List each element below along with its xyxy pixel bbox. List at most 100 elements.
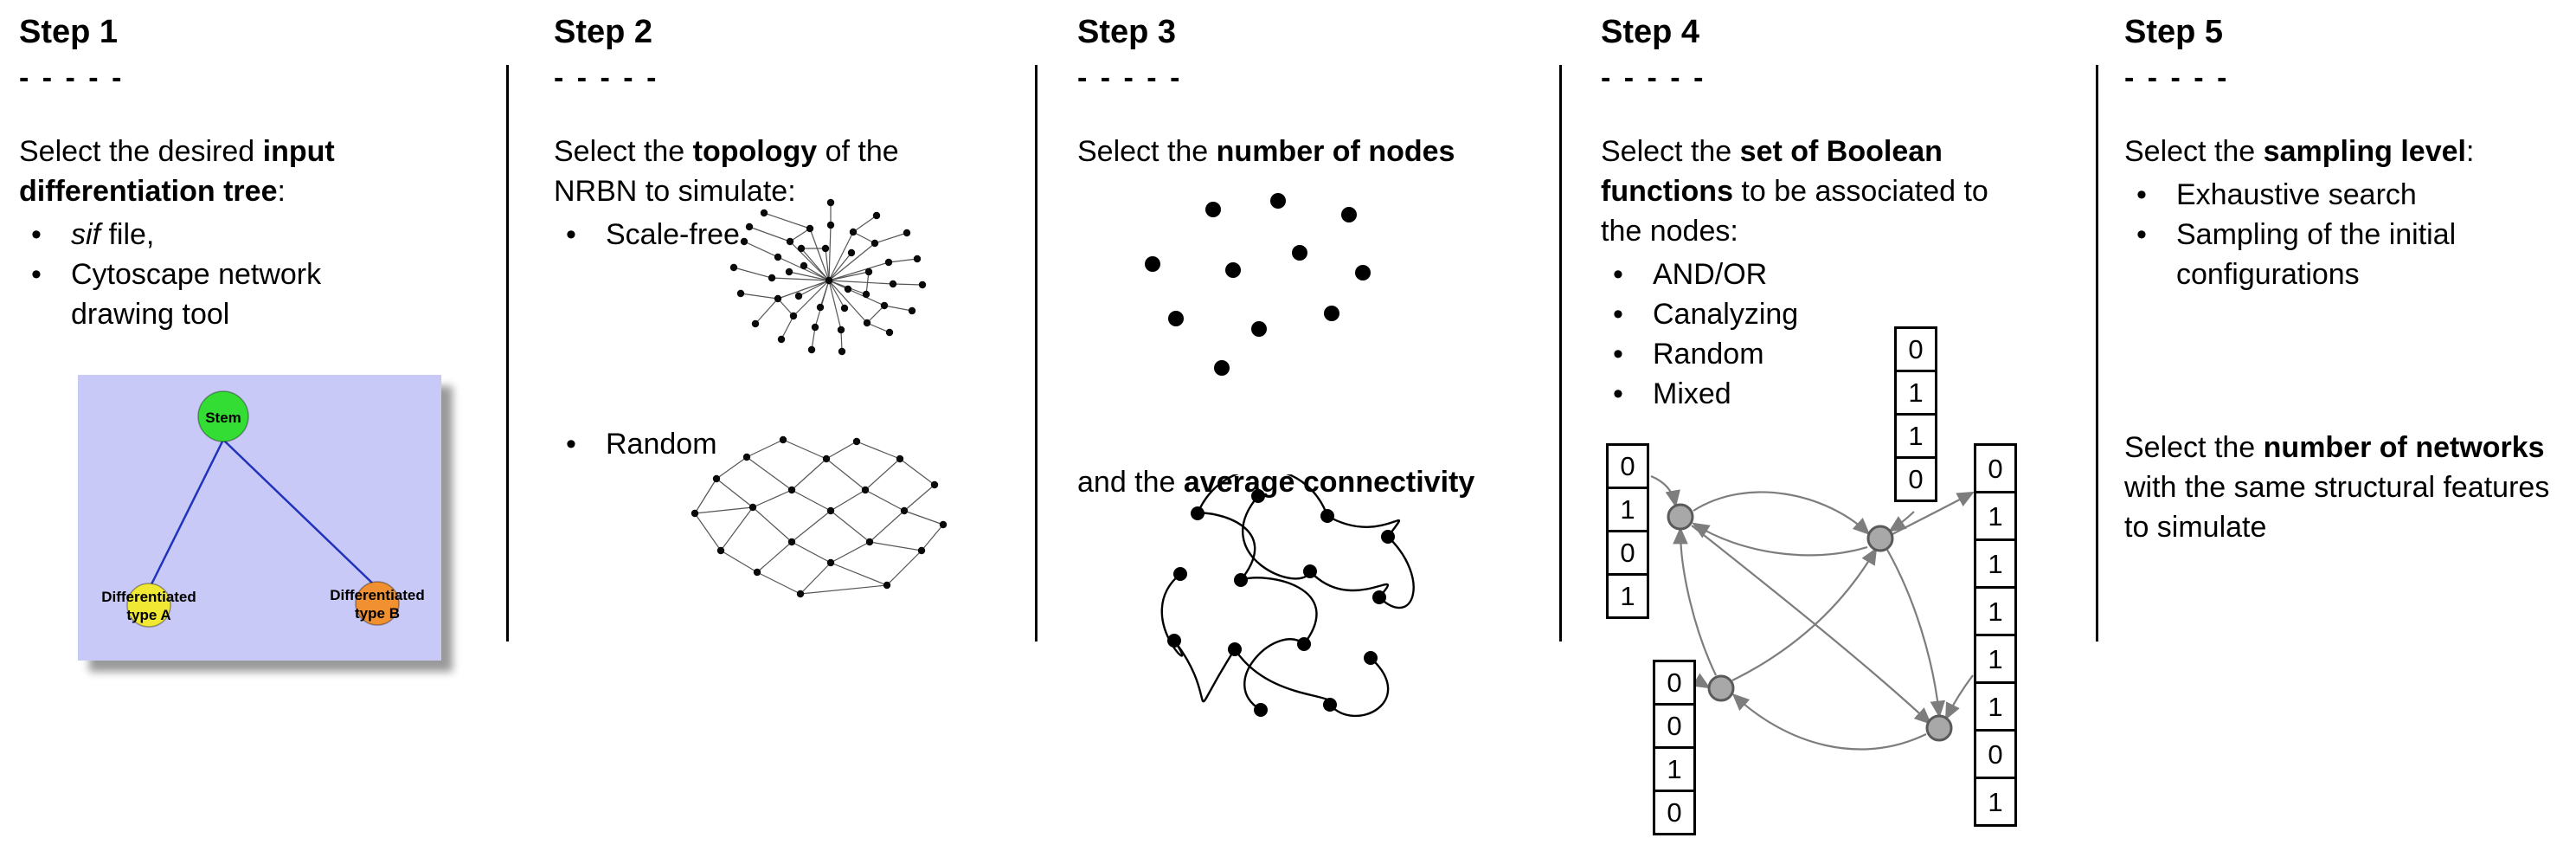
truth-table-cell: 0 [1606, 530, 1649, 576]
truth-table-cell: 1 [1894, 370, 1937, 416]
text-segment: Select the [554, 135, 693, 168]
truth-table-cell: 1 [1974, 491, 2017, 541]
truth-table-cell: 1 [1894, 413, 1937, 459]
step1-intro: Select the desired input differentiation… [19, 132, 491, 211]
stem-node [197, 390, 249, 442]
text-segment: Select the desired [19, 135, 263, 168]
step1-title: Step 1 [19, 14, 119, 50]
boolean-network-graph [1650, 474, 1975, 751]
text-segment: sif [71, 218, 100, 251]
step2-column: Step 2 - - - - - Select the topology of … [554, 0, 1028, 851]
text-segment: Select the [1601, 135, 1740, 168]
truth-table-cell: 1 [1974, 681, 2017, 732]
bullet-item: sif file, [19, 215, 391, 255]
bullet-item: AND/OR [1601, 255, 2081, 294]
scale-free-network [729, 198, 927, 356]
text-segment: Random [1653, 338, 1764, 371]
bullet-item: Canalyzing [1601, 294, 2081, 334]
connectivity-network-figure [1160, 474, 1415, 718]
bullet-item: Sampling of the initial configurations [2124, 215, 2570, 294]
text-segment: Select the [2124, 431, 2264, 464]
truth-table-cell: 1 [1974, 634, 2017, 684]
truth-table-cell: 1 [1606, 487, 1649, 532]
truth-table-cell: 1 [1974, 538, 2017, 589]
text-segment: topology [692, 135, 818, 168]
bullet-item: Random [1601, 334, 2081, 374]
differentiation-tree-figure: Stem Differentiated type A Differentiate… [78, 375, 441, 661]
text-segment: Canalyzing [1653, 298, 1799, 331]
text-segment: to be associated to the nodes: [1601, 175, 1988, 248]
truth-table-cell: 1 [1974, 777, 2017, 827]
type-b-label-line1: Differentiated [330, 587, 425, 603]
truth-table-cell: 0 [1894, 456, 1937, 502]
step5-dashes: - - - - - [2124, 61, 2230, 94]
bullet-item: Exhaustive search [2124, 175, 2570, 215]
text-segment: Exhaustive search [2176, 178, 2417, 211]
text-segment: Sampling of the initial configurations [2176, 218, 2457, 291]
truth-table-cell: 1 [1653, 746, 1696, 792]
truth-table-cell: 0 [1653, 660, 1696, 706]
text-segment: AND/OR [1653, 258, 1768, 291]
step4-intro: Select the set of Boolean functions to b… [1601, 132, 2033, 251]
truth-table-cell: 1 [1606, 573, 1649, 619]
text-segment: Select the [2124, 135, 2264, 168]
text-segment: : [277, 175, 286, 208]
truth-table-cell: 0 [1974, 729, 2017, 779]
step5-title: Step 5 [2124, 14, 2224, 50]
step4-bullet-list: AND/OR Canalyzing Random Mixed [1601, 255, 2081, 414]
step5-bullet-list: Exhaustive search Sampling of the initia… [2124, 175, 2570, 294]
bullet-item: Scale-free [554, 215, 1028, 255]
text-segment: sampling level [2263, 135, 2466, 168]
bullet-item: Random [554, 424, 1028, 464]
truth-table-cell: 0 [1974, 443, 2017, 493]
text-segment: of the NRBN to simulate: [554, 135, 899, 208]
truth-table-cell: 0 [1653, 703, 1696, 749]
column-divider [2096, 65, 2098, 641]
random-network [691, 435, 948, 598]
tree-edge-a [147, 439, 225, 590]
text-segment: and the [1077, 466, 1184, 499]
stem-label: Stem [205, 409, 241, 426]
bullet-item: Cytoscape network drawing tool [19, 255, 391, 334]
text-segment: Cytoscape network drawing tool [71, 258, 322, 331]
text-segment: number of nodes [1216, 135, 1455, 168]
type-a-label-line1: Differentiated [101, 589, 196, 605]
step4-dashes: - - - - - [1601, 61, 1706, 94]
text-segment: set of Boolean functions [1601, 135, 1943, 208]
truth-table-cell: 1 [1974, 586, 2017, 636]
step3-intro: Select the number of nodes [1077, 132, 1562, 171]
text-segment: : [2465, 135, 2475, 168]
step1-column: Step 1 - - - - - Select the desired inpu… [19, 0, 493, 851]
column-divider [1559, 65, 1562, 641]
truth-table-cell: 0 [1606, 443, 1649, 489]
step3-title: Step 3 [1077, 14, 1177, 50]
step2-dashes: - - - - - [554, 61, 659, 94]
tree-edge-b [222, 439, 378, 589]
text-segment: with the same structural features to sim… [2124, 471, 2550, 544]
type-b-node [355, 581, 400, 626]
text-segment: Scale-free [606, 218, 740, 251]
step1-dashes: - - - - - [19, 61, 125, 94]
step1-bullet-list: sif file, Cytoscape network drawing tool [19, 215, 391, 334]
column-divider [506, 65, 509, 641]
text-segment: Random [606, 428, 717, 461]
step3-connectivity-text: and the average connectivity [1077, 462, 1562, 502]
type-a-label-line2: type A [126, 607, 170, 623]
text-segment: input differentiation tree [19, 135, 335, 208]
text-segment: Select the [1077, 135, 1217, 168]
text-segment: average connectivity [1183, 466, 1475, 499]
step4-title: Step 4 [1601, 14, 1700, 50]
truth-table-cell: 0 [1894, 326, 1937, 372]
truth-table-cell: 0 [1653, 790, 1696, 835]
step2-intro: Select the topology of the NRBN to simul… [554, 132, 965, 211]
column-divider [1035, 65, 1037, 641]
step5-intro: Select the sampling level: [2124, 132, 2567, 171]
type-a-node [126, 583, 171, 628]
step2-title: Step 2 [554, 14, 653, 50]
bullet-item: Mixed [1601, 374, 2081, 414]
